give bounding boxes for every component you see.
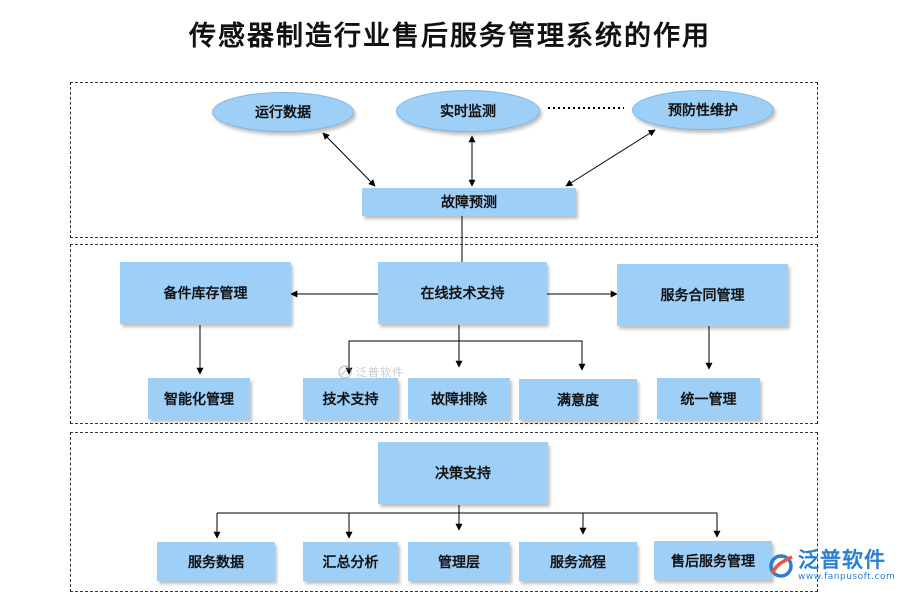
node-summary-analysis: 汇总分析 — [303, 542, 398, 581]
node-preventive-maintenance: 预防性维护 — [632, 90, 774, 130]
node-management-layer: 管理层 — [408, 542, 510, 581]
node-spare-parts-inventory: 备件库存管理 — [120, 262, 291, 324]
node-after-sales-management: 售后服务管理 — [654, 541, 772, 580]
node-satisfaction: 满意度 — [519, 379, 637, 420]
watermark-small: 泛普软件 — [338, 364, 404, 380]
node-online-tech-support: 在线技术支持 — [378, 262, 547, 324]
watermark-small-text: 泛普软件 — [356, 366, 404, 379]
section-online-support — [70, 244, 818, 424]
node-troubleshooting: 故障排除 — [408, 378, 510, 419]
brand-name: 泛普软件 — [798, 548, 886, 572]
node-realtime-monitoring: 实时监测 — [396, 90, 540, 132]
node-operation-data: 运行数据 — [212, 92, 354, 132]
branch-online-children — [345, 340, 586, 375]
arrow-maintenance-fault — [565, 129, 656, 187]
node-service-contract: 服务合同管理 — [617, 264, 788, 326]
brand-logo-icon — [338, 365, 352, 379]
section-decision-support — [70, 432, 818, 592]
node-tech-support: 技术支持 — [303, 378, 398, 419]
arrow-operation-data-fault — [322, 132, 376, 187]
node-service-data: 服务数据 — [157, 542, 275, 581]
node-decision-support: 决策支持 — [378, 442, 548, 504]
node-service-process: 服务流程 — [519, 542, 637, 581]
node-smart-management: 智能化管理 — [148, 378, 250, 419]
brand-logo-icon — [768, 553, 794, 579]
node-fault-prediction: 故障预测 — [362, 188, 576, 216]
section-fault-prediction — [70, 82, 818, 238]
diagram-title: 传感器制造行业售后服务管理系统的作用 — [189, 21, 711, 52]
brand-url: www.fanpusoft.com — [798, 572, 896, 582]
node-unified-management: 统一管理 — [657, 378, 760, 419]
brand-watermark: 泛普软件 www.fanpusoft.com — [768, 550, 895, 582]
